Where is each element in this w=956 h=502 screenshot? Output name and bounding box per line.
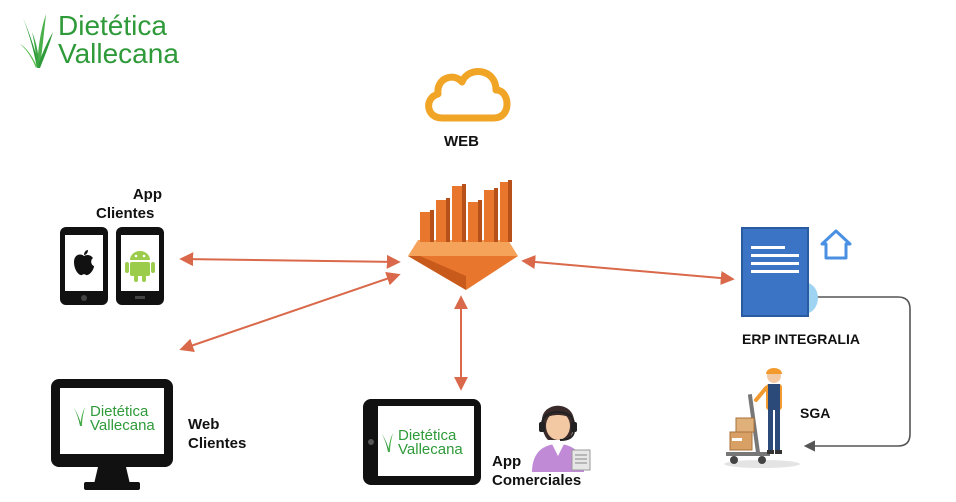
desktop-monitor-icon: Dietética Vallecana xyxy=(50,378,174,494)
grass-logo-icon xyxy=(20,14,53,68)
web-clientes-label-1: Web xyxy=(188,416,220,433)
app-comerciales-label-1: App xyxy=(492,453,522,470)
arrow-web-clientes-hub xyxy=(179,272,401,352)
web-clientes-label-2: Clientes xyxy=(188,435,247,452)
arrow-apps-hub xyxy=(179,252,401,269)
tablet-brand-line1: Dietética xyxy=(398,427,457,444)
aws-analytics-icon xyxy=(408,180,518,290)
android-phone-icon xyxy=(116,227,164,305)
brand-name-line2: Vallecana xyxy=(58,38,179,69)
app-clientes-label-2: Clientes xyxy=(96,205,155,222)
brand-name-line1: Dietética xyxy=(58,10,167,41)
arrow-erp-sga xyxy=(803,296,911,452)
erp-label: ERP INTEGRALIA xyxy=(742,331,860,347)
sga-label: SGA xyxy=(800,405,831,421)
web-label: WEB xyxy=(444,133,479,150)
warehouse-worker-icon xyxy=(724,368,800,468)
tablet-icon: Dietética Vallecana xyxy=(362,398,482,486)
brand-logo: Dietética Vallecana xyxy=(20,10,220,72)
app-comerciales-label-2: Comerciales xyxy=(492,472,582,489)
app-clientes-label-1: App xyxy=(132,186,162,203)
monitor-brand-line1: Dietética xyxy=(90,403,149,420)
arrow-hub-erp xyxy=(521,254,735,286)
cloud-icon xyxy=(425,68,511,122)
headset-agent-icon xyxy=(532,405,591,472)
apple-phone-icon xyxy=(60,227,108,305)
home-icon xyxy=(820,229,852,260)
tablet-brand-line2: Vallecana xyxy=(398,441,463,458)
monitor-brand-line2: Vallecana xyxy=(90,417,155,434)
server-document-icon xyxy=(741,227,818,317)
